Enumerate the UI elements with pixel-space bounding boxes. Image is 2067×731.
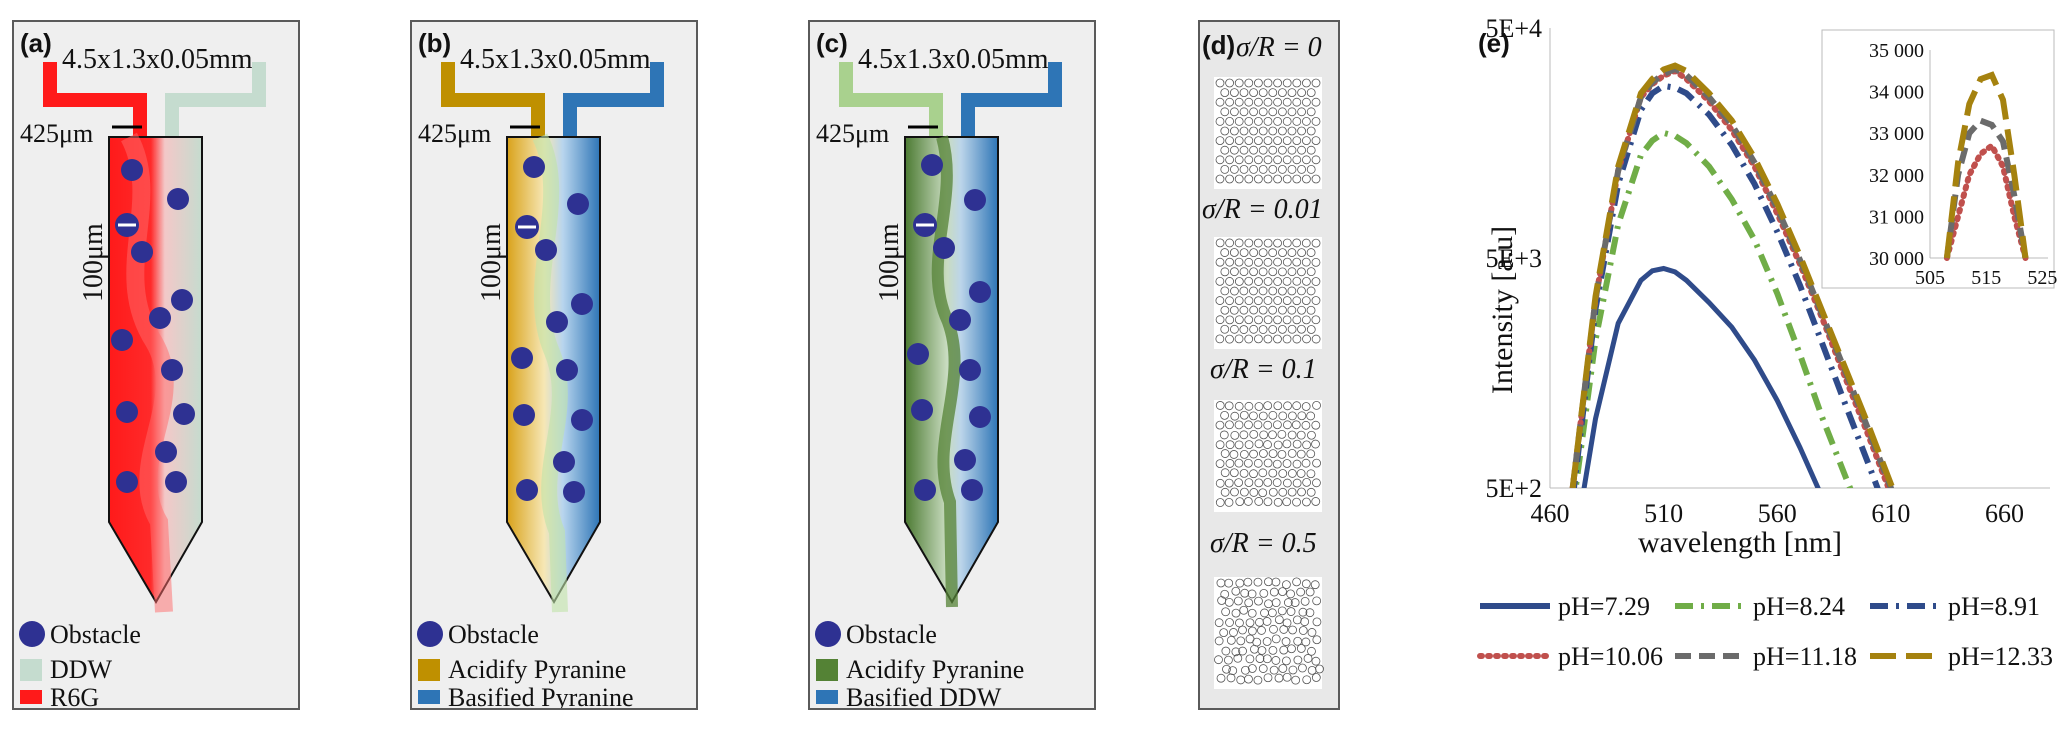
obstacle-icon: [815, 621, 841, 647]
sigma-3: σ/R = 0.5: [1210, 528, 1317, 559]
inset-x-tick: 515: [1971, 267, 2001, 289]
panel-b-gap: 425μm: [418, 119, 491, 148]
y-tick-label: 5E+4: [1485, 14, 1542, 43]
series-line: [1569, 62, 1896, 488]
legend-c-1: Acidify Pyranine: [846, 655, 1024, 684]
inset-series-line: [1943, 141, 2029, 261]
inset-y-tick: 33 000: [1869, 123, 1924, 145]
x-axis-label: wavelength [nm]: [1638, 526, 1842, 559]
inlet-right: [165, 62, 266, 137]
y-tick-label: 5E+3: [1485, 244, 1542, 273]
panel-c-graphic: (c) 4.5x1.3x0.05mm 425μm 100μm Obstacle …: [815, 28, 1062, 712]
panel-c-label: (c): [816, 28, 848, 58]
panel-b-graphic: (b) 4.5x1.3x0.05mm 425μm 100μm Obstacle …: [417, 28, 664, 712]
sigma-2: σ/R = 0.1: [1210, 354, 1317, 385]
x-tick-label: 560: [1758, 499, 1797, 528]
panel-a-length: 100μm: [78, 223, 109, 302]
legend-a-2: R6G: [50, 683, 99, 708]
panel-b-dims: 4.5x1.3x0.05mm: [460, 44, 651, 75]
series-line: [1581, 265, 1821, 488]
panel-b: (b) 4.5x1.3x0.05mm 425μm 100μm Obstacle …: [410, 20, 698, 712]
panel-d-graphic: (d) σ/R = 0 σ/R = 0.01 σ/R = 0.1 σ/R = 0…: [1202, 30, 1324, 689]
panel-d: (d) σ/R = 0 σ/R = 0.01 σ/R = 0.1 σ/R = 0…: [1198, 20, 1340, 710]
series-line: [1572, 129, 1854, 488]
legend-label: pH=11.18: [1753, 642, 1857, 671]
panel-a-gap: 425μm: [20, 119, 93, 148]
panel-c-length: 100μm: [874, 223, 905, 302]
inset-frame: [1821, 29, 2055, 289]
inset-y-tick: 31 000: [1869, 206, 1924, 228]
x-tick-label: 610: [1871, 499, 1910, 528]
ddw-swatch: [20, 659, 42, 681]
x-tick-label: 660: [1985, 499, 2024, 528]
panel-a-dims: 4.5x1.3x0.05mm: [62, 44, 253, 75]
panel-c: (c) 4.5x1.3x0.05mm 425μm 100μm Obstacle …: [808, 20, 1096, 712]
legend-a-0: Obstacle: [50, 620, 141, 649]
legend-label: pH=8.91: [1948, 592, 2040, 621]
y-tick-label: 5E+2: [1485, 474, 1542, 503]
panel-b-label: (b): [418, 28, 451, 58]
lattice-2: [1214, 400, 1322, 512]
panel-c-gap: 425μm: [816, 119, 889, 148]
lattice-3: [1214, 577, 1322, 689]
legend-label: pH=7.29: [1558, 592, 1650, 621]
panel-a-graphic: (a) 4.5x1.3x0.05mm 425μm 100μm Obstacle …: [19, 28, 266, 712]
series-line: [1570, 82, 1881, 488]
panel-c-dims: 4.5x1.3x0.05mm: [858, 44, 1049, 75]
legend-c-0: Obstacle: [846, 620, 937, 649]
panel-d-label: (d): [1202, 30, 1235, 60]
inset-y-tick: 35 000: [1869, 40, 1924, 62]
panel-e-label: (e): [1478, 28, 1510, 58]
obstacle-icon: [19, 621, 45, 647]
legend-b-2: Basified Pyranine: [448, 683, 634, 708]
panel-a-label: (a): [20, 28, 52, 58]
legend-a-1: DDW: [50, 655, 113, 684]
legend-c-2: Basified DDW: [846, 683, 1002, 708]
obstacle-icon: [417, 621, 443, 647]
x-tick-label: 510: [1644, 499, 1683, 528]
x-tick-label: 460: [1531, 499, 1570, 528]
legend-label: pH=8.24: [1753, 592, 1845, 621]
panel-b-length: 100μm: [476, 223, 507, 302]
legend-b-1: Acidify Pyranine: [448, 655, 626, 684]
inset-series-line: [1943, 71, 2029, 259]
y-axis-label: Intensity [a.u]: [1486, 226, 1519, 394]
inset-y-tick: 34 000: [1869, 82, 1924, 104]
inset-y-tick: 32 000: [1869, 165, 1924, 187]
inset-x-tick: 525: [2027, 267, 2057, 289]
legend-label: pH=10.06: [1558, 642, 1663, 671]
inset-y-tick: 30 000: [1869, 248, 1924, 270]
panel-a: (a) 4.5x1.3x0.05mm 425μm 100μm Obstacle …: [12, 20, 300, 712]
legend-b-0: Obstacle: [448, 620, 539, 649]
r6g-swatch: [20, 690, 42, 704]
sigma-0: σ/R = 0: [1236, 32, 1322, 63]
legend-label: pH=12.33: [1948, 642, 2053, 671]
inset-x-tick: 505: [1915, 267, 1945, 289]
inlet-left: [43, 62, 147, 137]
sigma-1: σ/R = 0.01: [1202, 194, 1323, 225]
inset-series-line: [1943, 117, 2029, 259]
